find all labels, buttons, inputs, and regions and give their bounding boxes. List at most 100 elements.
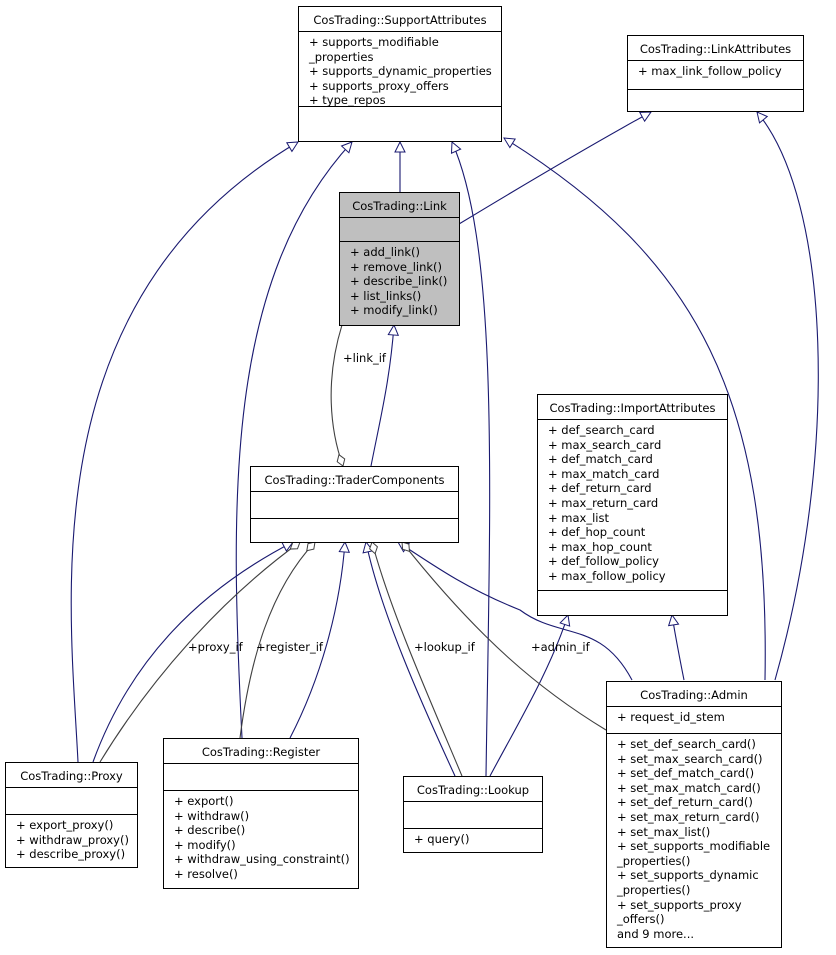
- operation-section: + export()+ withdraw()+ describe()+ modi…: [164, 791, 358, 885]
- class-operation: + export(): [174, 794, 234, 808]
- class-attribute: + max_search_card: [548, 437, 662, 452]
- class-operation: + set_def_search_card(): [617, 737, 756, 751]
- class-operation: + set_def_return_card(): [617, 795, 753, 810]
- operation-section: + set_def_search_card()+ set_max_search_…: [607, 734, 781, 944]
- class-attribute: + type_repos: [309, 93, 386, 108]
- class-box-trader-components[interactable]: CosTrading::TraderComponents: [250, 466, 459, 543]
- operation-section: + query(): [404, 829, 542, 850]
- class-name: CosTrading::TraderComponents: [251, 467, 458, 492]
- attribute-section: + supports_modifiable_properties+ suppor…: [299, 32, 501, 107]
- class-operation: + set_max_return_card(): [617, 809, 760, 824]
- edge-register-tradercomponents: [289, 542, 345, 739]
- edge-lookup-importattributes: [489, 615, 568, 777]
- class-attribute: _properties: [309, 49, 374, 64]
- class-operation: + add_link(): [350, 245, 420, 259]
- class-attribute: + max_hop_count: [548, 539, 652, 554]
- class-operation: + describe(): [174, 823, 246, 838]
- class-operation: + modify_link(): [350, 303, 438, 318]
- class-attribute: + supports_proxy_offers: [309, 78, 449, 93]
- class-operation: + set_supports_modifiable: [617, 839, 771, 854]
- class-operation: + modify(): [174, 837, 236, 852]
- class-attribute: + request_id_stem: [617, 710, 725, 724]
- class-attribute: + max_return_card: [548, 495, 659, 510]
- edge-lookup-supportattributes: [452, 142, 491, 777]
- class-attribute: + max_match_card: [548, 466, 660, 481]
- attribute-section: + max_link_follow_policy: [628, 61, 803, 90]
- edge-tradercomponents-link: [370, 325, 394, 467]
- class-operation: _properties(): [617, 853, 691, 868]
- class-box-import-attributes[interactable]: CosTrading::ImportAttributes + def_searc…: [537, 394, 728, 616]
- class-operation: + remove_link(): [350, 259, 443, 274]
- class-name: CosTrading::Proxy: [6, 763, 137, 788]
- class-operation: + resolve(): [174, 866, 238, 881]
- class-operation: _properties(): [617, 882, 691, 897]
- edge-aggregation-proxy-if: [99, 541, 301, 763]
- class-operation: + set_max_list(): [617, 824, 711, 839]
- edge-label-lookup-if: +lookup_if: [414, 640, 475, 654]
- class-name: CosTrading::SupportAttributes: [299, 7, 501, 32]
- attribute-section: [251, 492, 458, 519]
- edge-aggregation-register-if: [239, 541, 316, 739]
- edge-aggregation-lookup-if: [369, 541, 463, 777]
- class-operation: + describe_link(): [350, 274, 448, 289]
- class-operation: + export_proxy(): [16, 818, 114, 832]
- class-name: CosTrading::Register: [164, 739, 358, 764]
- class-box-link[interactable]: CosTrading::Link + add_link()+ remove_li…: [339, 192, 460, 326]
- class-operation: + query(): [414, 832, 470, 846]
- class-operation: and 9 more...: [617, 926, 695, 941]
- class-operation: _offers(): [617, 912, 665, 927]
- operation-section: + export_proxy()+ withdraw_proxy()+ desc…: [6, 815, 137, 865]
- edge-link-linkattributes: [458, 112, 651, 225]
- attribute-section: [6, 788, 137, 815]
- edge-admin-tradercomponents: [398, 542, 633, 681]
- class-operation: + list_links(): [350, 288, 422, 303]
- class-attribute: + def_match_card: [548, 452, 653, 467]
- edge-aggregation-link-if: [330, 324, 346, 467]
- class-attribute: + max_link_follow_policy: [638, 64, 782, 78]
- class-operation: + set_max_match_card(): [617, 780, 761, 795]
- class-attribute: + max_follow_policy: [548, 568, 666, 583]
- class-name: CosTrading::ImportAttributes: [538, 395, 727, 420]
- operation-section: [538, 591, 727, 597]
- edge-lookup-tradercomponents: [366, 542, 456, 777]
- edge-register-supportattributes: [235, 142, 352, 739]
- class-operation: + set_def_match_card(): [617, 766, 755, 781]
- class-box-support-attributes[interactable]: CosTrading::SupportAttributes + supports…: [298, 6, 502, 142]
- operation-section: [251, 519, 458, 525]
- class-operation: + describe_proxy(): [16, 847, 126, 862]
- class-operation: + set_supports_dynamic: [617, 868, 759, 883]
- edge-admin-importattributes: [672, 615, 685, 681]
- class-attribute: + def_return_card: [548, 481, 652, 496]
- class-box-lookup[interactable]: CosTrading::Lookup + query(): [403, 776, 543, 853]
- edge-proxy-supportattributes: [70, 142, 298, 763]
- class-attribute: + supports_dynamic_properties: [309, 64, 492, 79]
- class-operation: + withdraw_using_constraint(): [174, 852, 350, 867]
- attribute-section: [164, 764, 358, 791]
- edge-label-admin-if: +admin_if: [531, 640, 590, 654]
- class-attribute: + def_follow_policy: [548, 554, 659, 569]
- attribute-section: + request_id_stem: [607, 707, 781, 734]
- class-attribute: + max_list: [548, 510, 609, 525]
- attribute-section: + def_search_card+ max_search_card+ def_…: [538, 420, 727, 591]
- class-name: CosTrading::Link: [340, 193, 459, 218]
- class-name: CosTrading::Lookup: [404, 777, 542, 802]
- class-attribute: + def_search_card: [548, 423, 655, 437]
- edge-label-register-if: +register_if: [256, 640, 323, 654]
- class-operation: + withdraw_proxy(): [16, 832, 129, 847]
- class-box-register[interactable]: CosTrading::Register + export()+ withdra…: [163, 738, 359, 889]
- class-attribute: + def_hop_count: [548, 525, 646, 540]
- class-box-admin[interactable]: CosTrading::Admin + request_id_stem + se…: [606, 681, 782, 948]
- class-operation: + set_supports_proxy: [617, 897, 742, 912]
- operation-section: + add_link()+ remove_link()+ describe_li…: [340, 242, 459, 321]
- edge-admin-supportattributes: [504, 138, 766, 681]
- edge-label-link-if: +link_if: [343, 351, 386, 365]
- edge-admin-linkattributes: [757, 112, 819, 681]
- attribute-section: [340, 218, 459, 242]
- class-box-proxy[interactable]: CosTrading::Proxy + export_proxy()+ with…: [5, 762, 138, 868]
- edge-label-proxy-if: +proxy_if: [188, 640, 243, 654]
- class-name: CosTrading::LinkAttributes: [628, 36, 803, 61]
- class-attribute: + supports_modifiable: [309, 35, 439, 49]
- class-box-link-attributes[interactable]: CosTrading::LinkAttributes + max_link_fo…: [627, 35, 804, 112]
- operation-section: [628, 90, 803, 96]
